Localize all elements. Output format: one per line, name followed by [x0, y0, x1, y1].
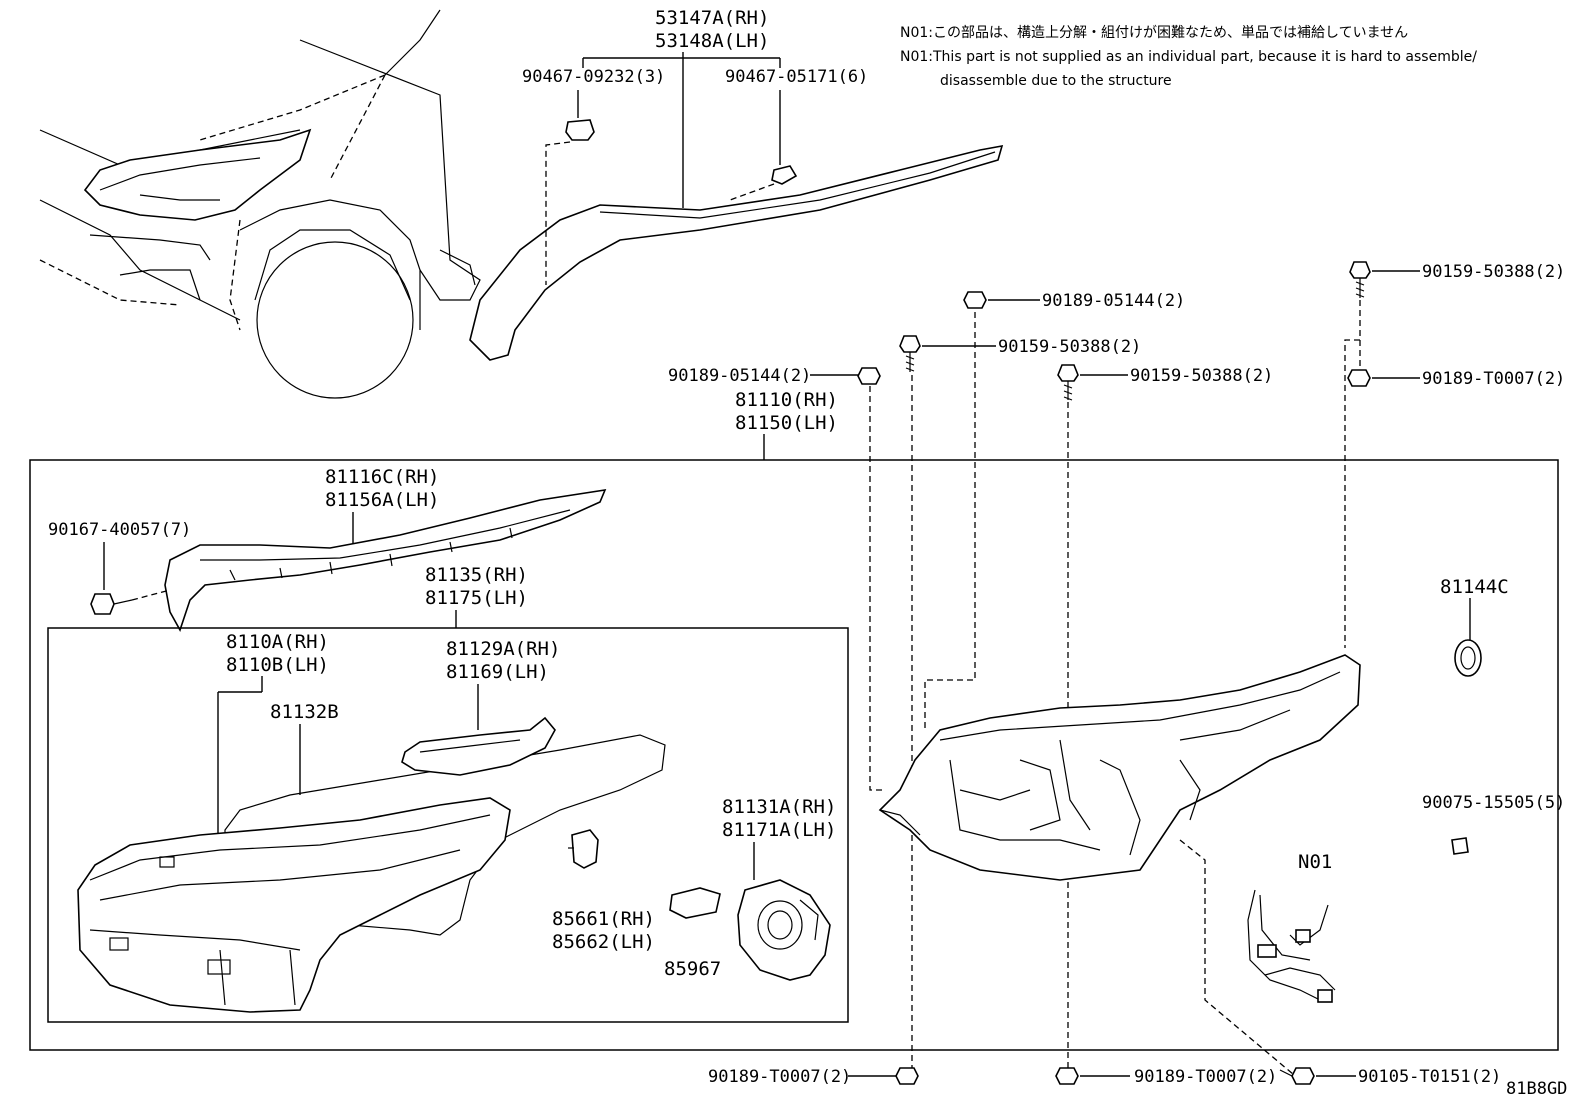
label-85662: 85662(LH)	[552, 931, 655, 953]
label-90189-t0007-bottom-1: 90189-T0007(2)	[708, 1067, 851, 1087]
plug-90075-15505-icon	[1451, 837, 1469, 855]
label-81129a: 81129A(RH)	[446, 638, 560, 660]
vehicle-front-illustration	[39, 9, 481, 399]
label-81175: 81175(LH)	[425, 587, 528, 609]
headlamp-housing-8110a	[77, 797, 511, 1013]
label-90189-t0007-right: 90189-T0007(2)	[1422, 369, 1565, 389]
label-90189-t0007-bottom-2: 90189-T0007(2)	[1134, 1067, 1277, 1087]
label-85967: 85967	[664, 958, 721, 980]
label-81132b: 81132B	[270, 701, 339, 723]
wire-harness-n01	[1247, 889, 1336, 1003]
label-90167-40057: 90167-40057(7)	[48, 520, 191, 540]
label-90105-t0151: 90105-T0151(2)	[1358, 1067, 1501, 1087]
nut-90189-t0007-bottom-2-icon	[1055, 1067, 1079, 1085]
label-90159-50388-center: 90159-50388(2)	[1130, 366, 1273, 386]
assembly-box-81110	[29, 459, 1559, 1051]
sensor-85661-icon	[568, 829, 599, 869]
module-85967-icon	[669, 887, 721, 919]
label-8110a: 8110A(RH)	[226, 631, 329, 653]
label-90159-50388-mid: 90159-50388(2)	[998, 337, 1141, 357]
headlamp-assembly-81110	[878, 654, 1361, 881]
label-81116c: 81116C(RH)	[325, 466, 439, 488]
clip-90467-05171-icon	[771, 165, 798, 185]
label-53147a: 53147A(RH)	[655, 7, 769, 29]
label-81169: 81169(LH)	[446, 661, 549, 683]
note-n01-english-line2: disassemble due to the structure	[940, 73, 1172, 89]
label-90159-50388-right: 90159-50388(2)	[1422, 262, 1565, 282]
label-53148a: 53148A(LH)	[655, 30, 769, 52]
clip-90467-09232-icon	[565, 119, 595, 141]
screw-90167-40057-icon	[90, 593, 133, 615]
label-81171a: 81171A(LH)	[722, 819, 836, 841]
label-81110: 81110(RH)	[735, 389, 838, 411]
assembly-box-81135	[47, 627, 849, 1023]
diagram-code: 81B8GD	[1506, 1079, 1567, 1099]
cap-81144c-icon	[1454, 639, 1482, 677]
bolt-90159-50388-mid-icon	[899, 335, 921, 372]
bracket-81116c	[164, 488, 607, 632]
label-81144c: 81144C	[1440, 576, 1509, 598]
note-n01-japanese: N01:この部品は、構造上分解・組付けが困難なため、単品では補給していません	[900, 25, 1408, 41]
label-90189-05144-left: 90189-05144(2)	[668, 366, 811, 386]
nut-90189-05144-top-icon	[963, 291, 987, 309]
screw-90105-t0151-icon	[1279, 1067, 1315, 1085]
label-81131a: 81131A(RH)	[722, 796, 836, 818]
nut-90189-t0007-right-icon	[1347, 369, 1371, 387]
nut-90189-t0007-bottom-1-icon	[895, 1067, 919, 1085]
label-n01: N01	[1298, 851, 1332, 873]
nut-90189-05144-left-icon	[857, 367, 881, 385]
label-90467-05171: 90467-05171(6)	[725, 67, 868, 87]
projector-81131a	[737, 879, 831, 981]
label-81135: 81135(RH)	[425, 564, 528, 586]
label-81156a: 81156A(LH)	[325, 489, 439, 511]
note-n01-english-line1: N01:This part is not supplied as an indi…	[900, 49, 1477, 65]
cover-81129a	[401, 716, 556, 776]
bolt-90159-50388-center-icon	[1057, 364, 1079, 401]
label-85661: 85661(RH)	[552, 908, 655, 930]
label-8110b: 8110B(LH)	[226, 654, 329, 676]
label-81150: 81150(LH)	[735, 412, 838, 434]
label-90189-05144-top: 90189-05144(2)	[1042, 291, 1185, 311]
bolt-90159-50388-right-icon	[1349, 261, 1371, 298]
fender-garnish-53147a	[469, 144, 1004, 361]
label-90075-15505: 90075-15505(5)	[1422, 793, 1565, 813]
label-90467-09232: 90467-09232(3)	[522, 67, 665, 87]
